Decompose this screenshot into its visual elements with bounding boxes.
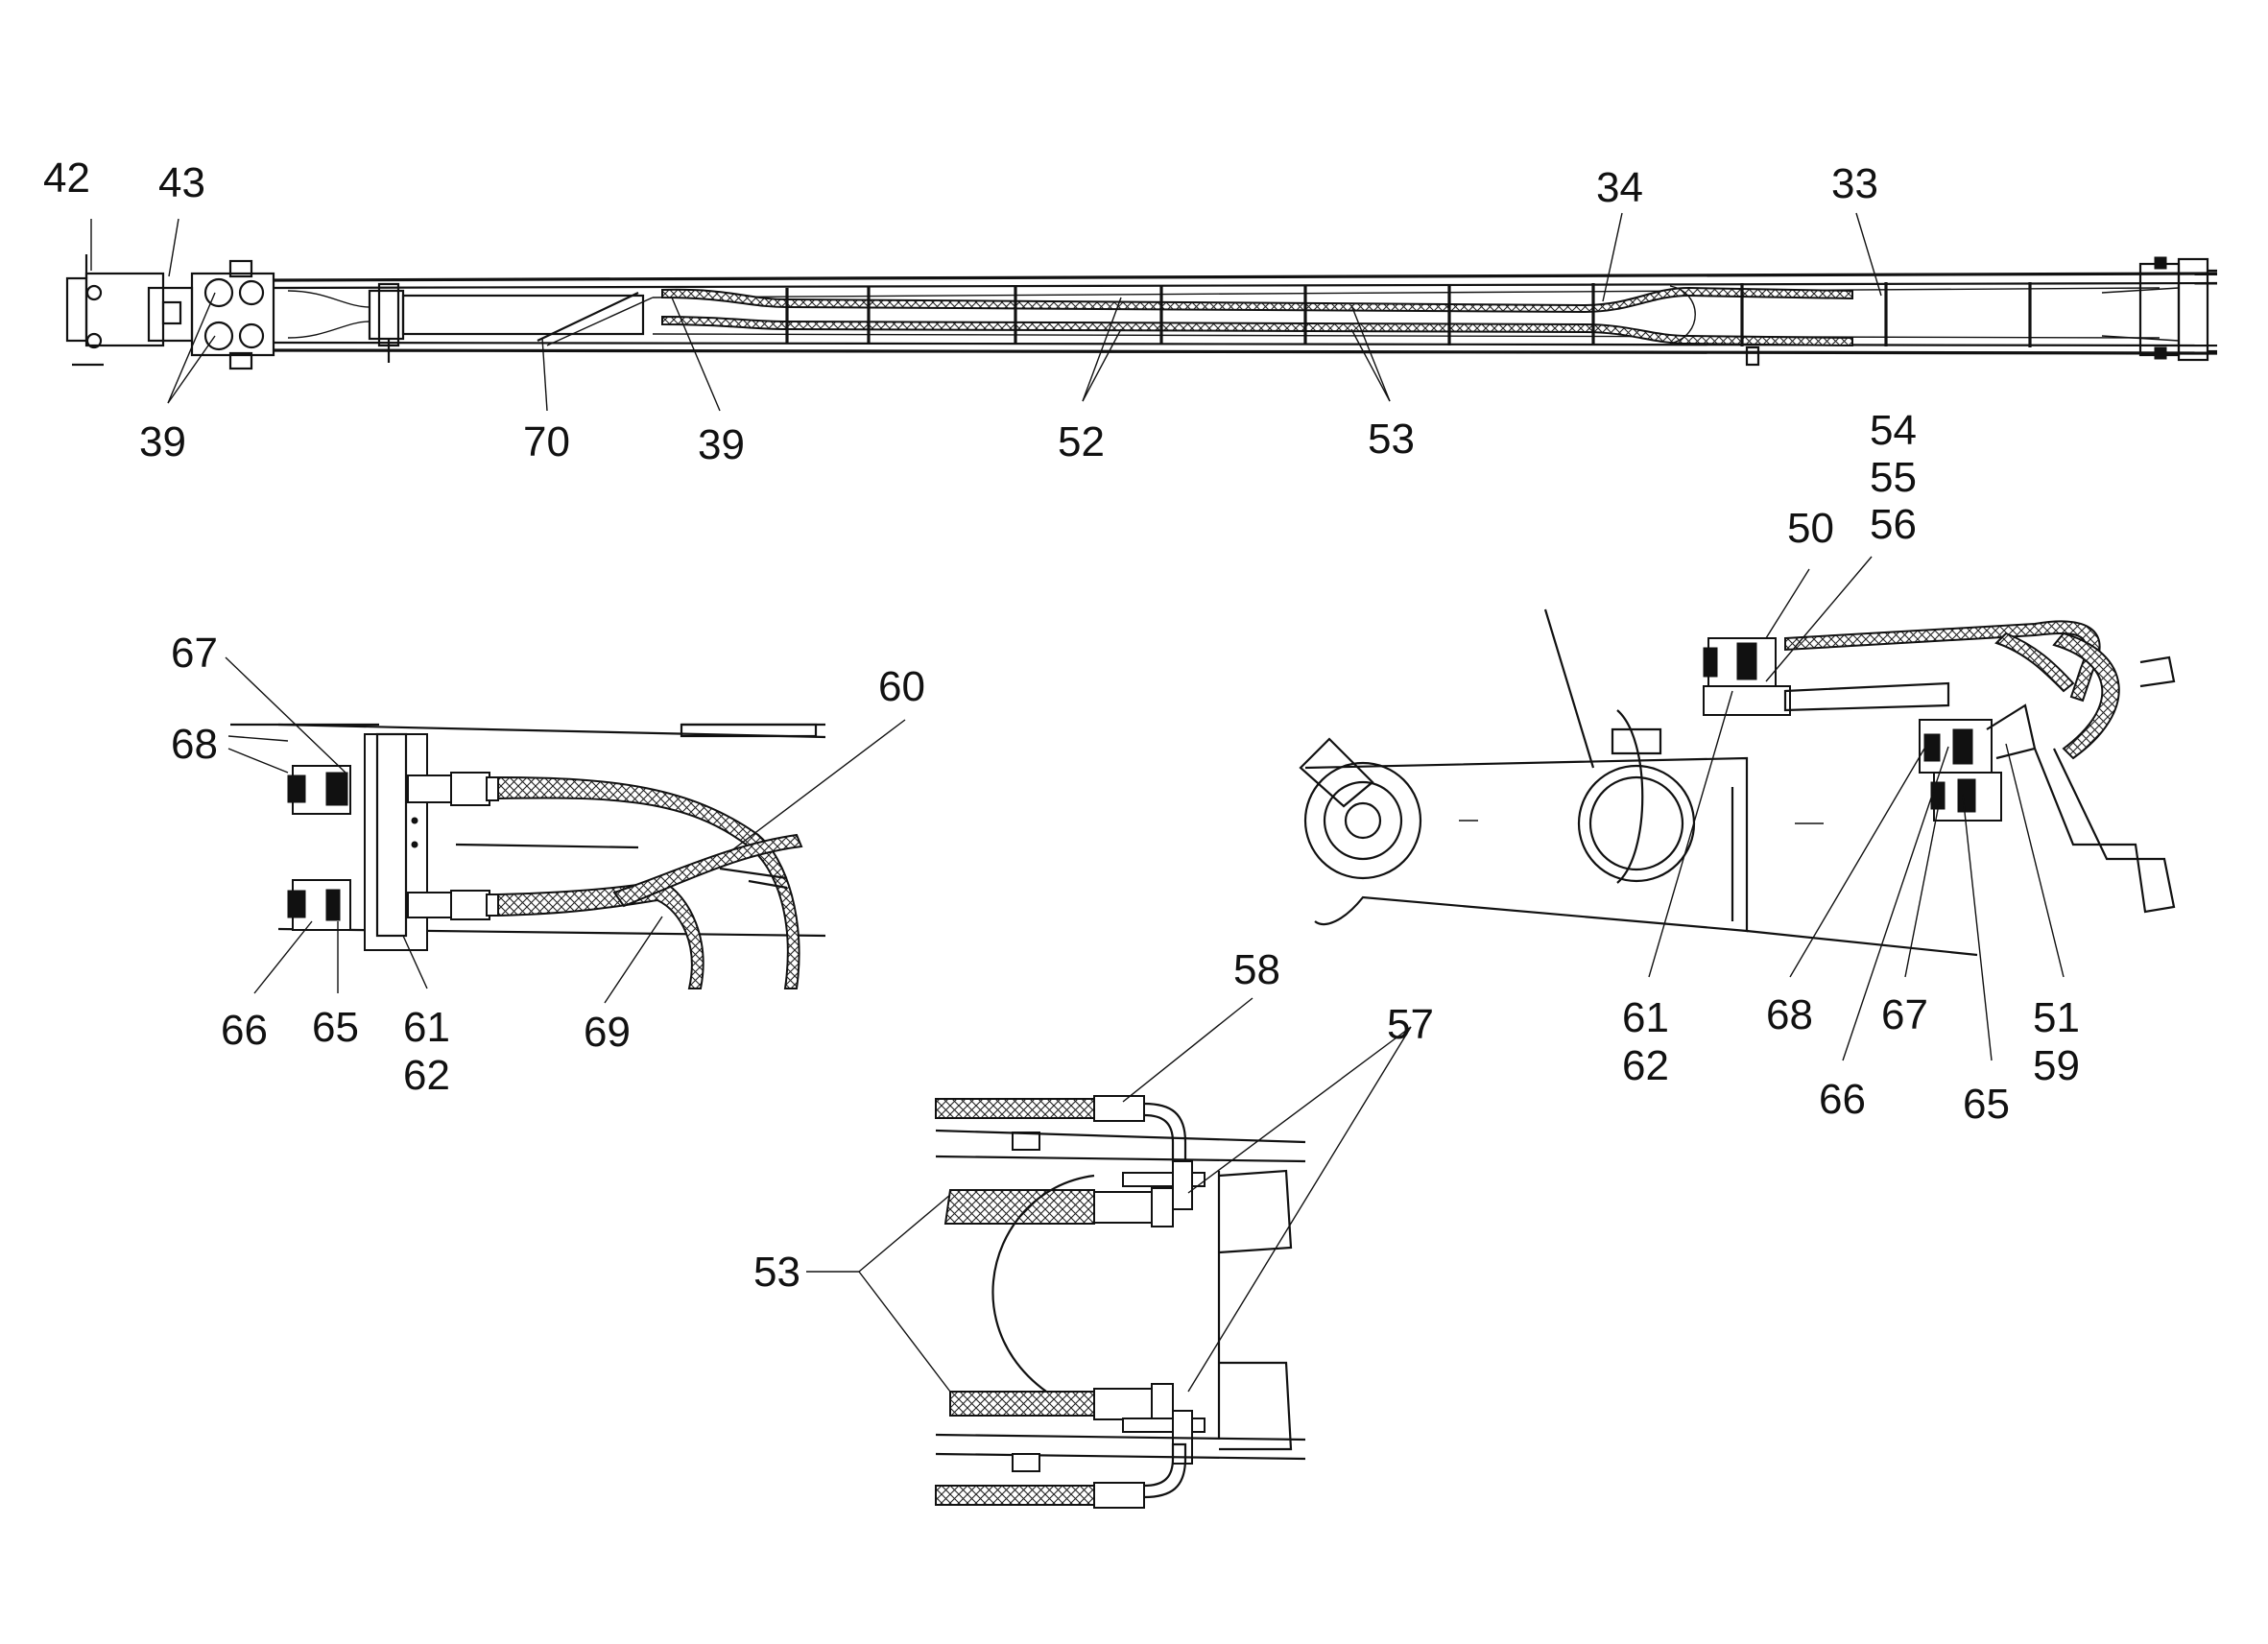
boom-head-bracket — [65, 254, 275, 370]
label-61-left: 61 — [403, 1004, 450, 1051]
label-65-right: 65 — [1963, 1081, 2010, 1128]
label-60: 60 — [878, 663, 925, 710]
label-53-top: 53 — [1368, 416, 1415, 463]
boom-bands — [785, 282, 2032, 347]
label-39-left: 39 — [139, 418, 186, 465]
label-56: 56 — [1870, 501, 1917, 548]
label-62-right: 62 — [1622, 1042, 1669, 1089]
label-68-left: 68 — [171, 721, 218, 768]
left-detail-leaders — [225, 656, 906, 1004]
label-33: 33 — [1831, 160, 1878, 207]
label-52: 52 — [1058, 418, 1105, 465]
label-66-left: 66 — [221, 1007, 268, 1054]
boom-assembly-view — [65, 254, 2218, 370]
right-detail-leaders — [1648, 556, 2065, 1061]
label-66-right: 66 — [1819, 1076, 1866, 1123]
label-68-right: 68 — [1766, 991, 1813, 1038]
label-59: 59 — [2033, 1042, 2080, 1089]
label-55: 55 — [1870, 454, 1917, 501]
label-54: 54 — [1870, 407, 1917, 454]
label-42: 42 — [43, 155, 90, 202]
left-detail-view — [230, 723, 826, 989]
label-67-left: 67 — [171, 630, 218, 677]
bottom-detail-leaders — [806, 997, 1412, 1393]
label-69: 69 — [584, 1009, 631, 1056]
label-67-right: 67 — [1881, 991, 1928, 1038]
bottom-detail-view — [935, 1095, 1306, 1509]
label-43: 43 — [158, 159, 205, 206]
label-70: 70 — [523, 418, 570, 465]
label-62-left: 62 — [403, 1052, 450, 1099]
label-50: 50 — [1787, 505, 1834, 552]
reference-numerals: 42 43 39 70 39 52 53 34 33 54 55 56 50 6… — [43, 155, 2080, 1296]
label-58: 58 — [1233, 946, 1280, 993]
label-51: 51 — [2033, 994, 2080, 1041]
right-detail-view — [1299, 608, 2176, 957]
label-57: 57 — [1387, 1001, 1434, 1048]
label-65-left: 65 — [312, 1004, 359, 1051]
label-39-right: 39 — [698, 421, 745, 468]
label-34: 34 — [1596, 164, 1643, 211]
label-61-right: 61 — [1622, 994, 1669, 1041]
top-view-leaders — [90, 212, 1882, 412]
label-53-bottom: 53 — [753, 1249, 800, 1296]
